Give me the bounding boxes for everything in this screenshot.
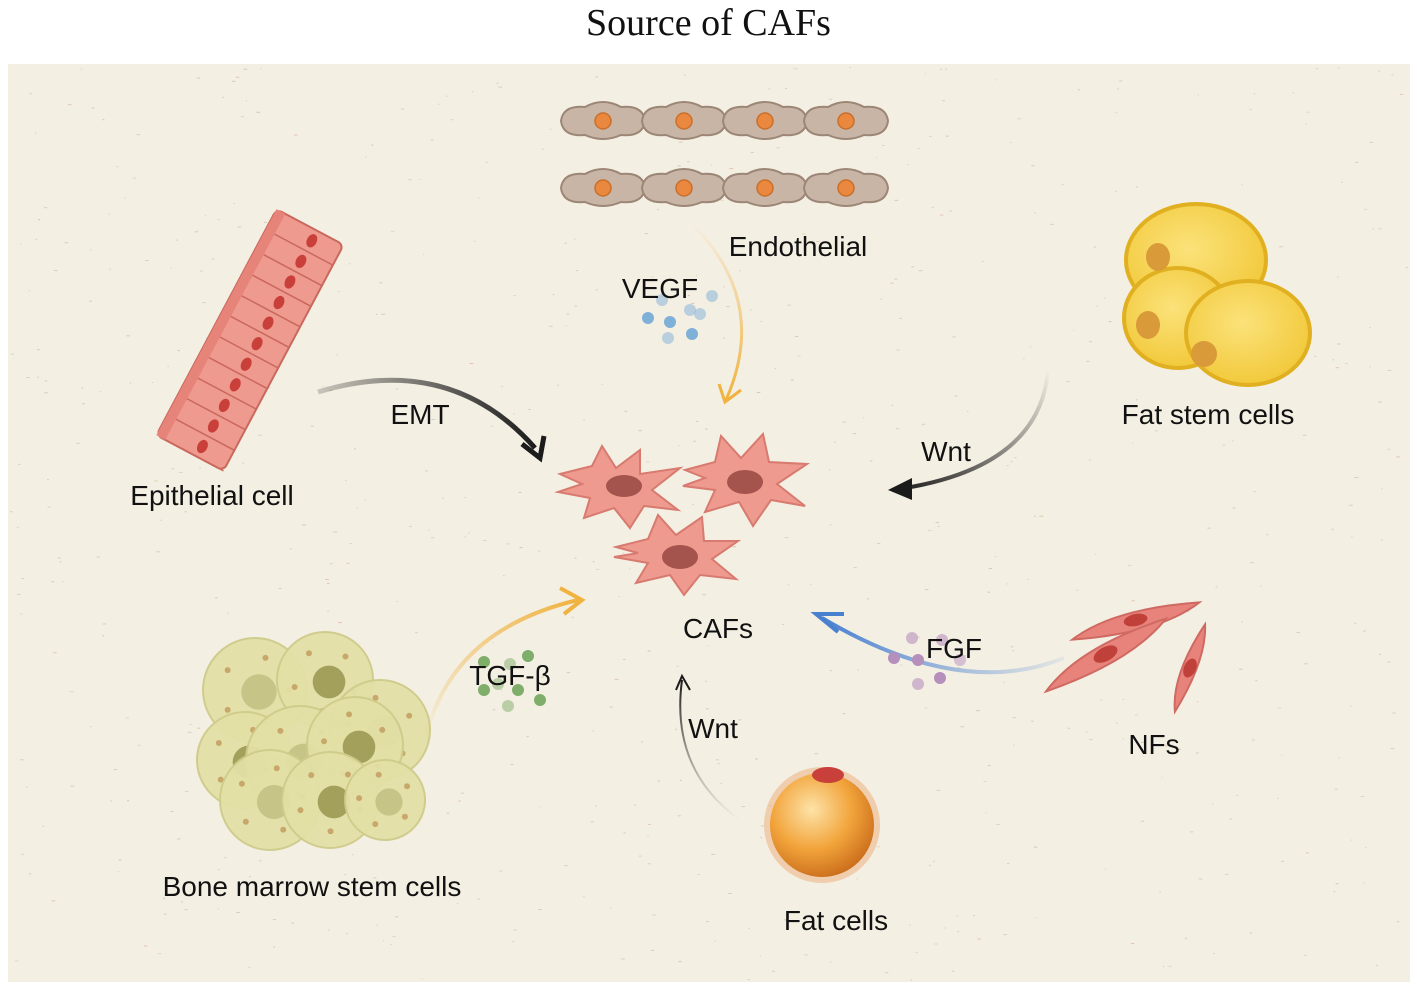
fgf-label: FGF (926, 633, 982, 664)
endothelial-cells (559, 101, 890, 207)
arrow-tgf (423, 586, 586, 741)
fat-cell (764, 767, 880, 883)
fat-cells-label: Fat cells (784, 905, 888, 936)
tgf-label: TGF-β (469, 660, 550, 691)
arrow-wnt-fat-cells (675, 673, 741, 821)
fgf-dots (888, 632, 966, 690)
arrow-emt (317, 377, 547, 463)
vegf-label: VEGF (622, 273, 698, 304)
endothelial-label: Endothelial (729, 231, 868, 262)
epithelial-label: Epithelial cell (130, 480, 293, 511)
arrow-vegf (688, 220, 744, 405)
fat-stem-label: Fat stem cells (1122, 399, 1295, 430)
arrow-wnt-fat-stem (888, 369, 1050, 500)
nfs-label: NFs (1128, 729, 1179, 760)
nf-cells (1043, 601, 1207, 715)
diagram-title: Source of CAFs (586, 2, 831, 44)
epithelial-cell (156, 209, 343, 472)
emt-label: EMT (390, 399, 449, 430)
bone-marrow-label: Bone marrow stem cells (163, 871, 462, 902)
wnt-fat-stem-label: Wnt (921, 436, 971, 467)
bone-marrow-stem-cells (196, 631, 431, 851)
caf-cells (554, 431, 811, 597)
cafs-label: CAFs (683, 613, 753, 644)
arrow-fgf (810, 612, 1065, 675)
fat-stem-cells (1122, 202, 1312, 387)
wnt-fat-cells-label: Wnt (688, 713, 738, 744)
vegf-dots (642, 290, 718, 344)
tgf-dots (478, 650, 546, 712)
